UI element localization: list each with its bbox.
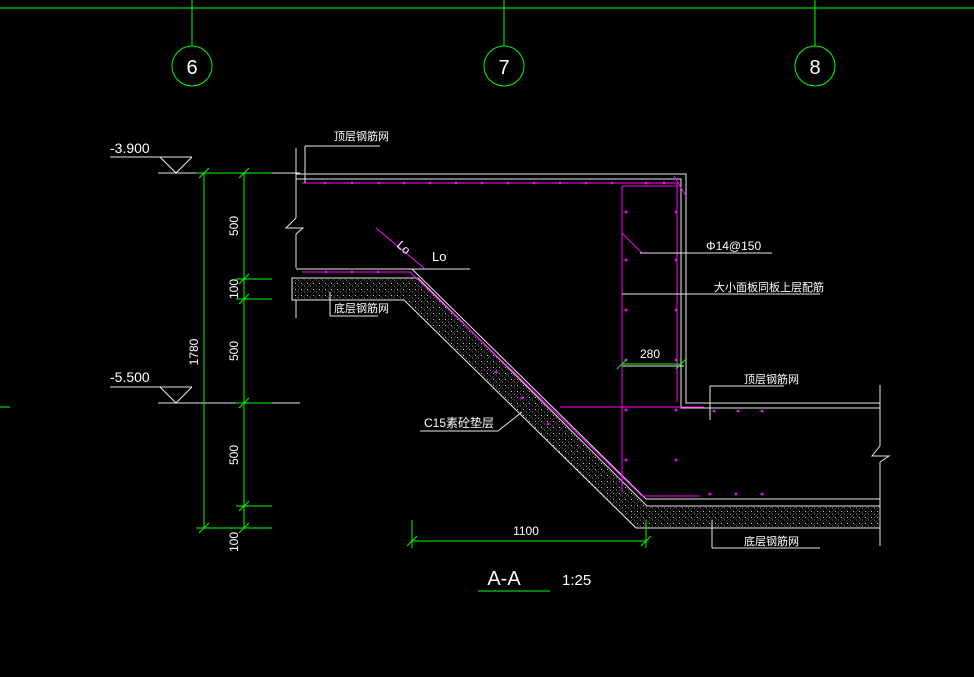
- elevation-label-top: -3.900: [110, 140, 150, 156]
- dim-v-100-a: 100: [227, 279, 241, 299]
- dim-v-total: 1780: [187, 338, 201, 365]
- dim-v-500-a: 500: [227, 216, 241, 236]
- label-cushion: C15素砼垫层: [424, 415, 494, 430]
- dim-280-line: [616, 358, 687, 370]
- dim-v-500-b: 500: [227, 341, 241, 361]
- grid-label-7: 7: [498, 57, 509, 79]
- label-lo: Lo: [432, 249, 446, 264]
- label-note-upper: 大小面板同板上层配筋: [714, 280, 824, 294]
- label-top-mesh-right: 顶层钢筋网: [744, 372, 799, 386]
- label-bottom-mesh-right: 底层钢筋网: [744, 534, 799, 548]
- label-bottom-mesh-left: 底层钢筋网: [334, 301, 389, 315]
- section-title: A-A: [487, 568, 521, 590]
- grid-label-8: 8: [809, 57, 820, 79]
- vertical-dimension-chain: [196, 167, 272, 534]
- grid-label-6: 6: [186, 57, 197, 79]
- rebar-layout: [302, 175, 764, 497]
- grid-bubble-8: [794, 45, 836, 87]
- section-scale: 1:25: [562, 572, 591, 589]
- slab-structure: [284, 148, 891, 546]
- dim-v-500-c: 500: [227, 445, 241, 465]
- dim-1100-line: [406, 520, 652, 548]
- elevation-label-bottom: -5.500: [110, 369, 150, 385]
- rebar-dots-top: [323, 181, 764, 496]
- leader-lines: [304, 145, 820, 549]
- grid-bubble-7: [483, 45, 525, 87]
- dim-v-100-b: 100: [227, 532, 241, 552]
- label-top-mesh: 顶层钢筋网: [334, 129, 389, 143]
- grid-axes: [0, 0, 974, 408]
- dim-1100: 1100: [513, 524, 539, 538]
- dim-280: 280: [640, 347, 660, 361]
- grid-bubble-6: [171, 45, 213, 87]
- elevation-marker-top: [110, 156, 300, 174]
- elevation-marker-bottom: [110, 386, 300, 404]
- label-rebar-spec: Φ14@150: [706, 239, 761, 253]
- label-lo-diag: Lo: [394, 238, 414, 258]
